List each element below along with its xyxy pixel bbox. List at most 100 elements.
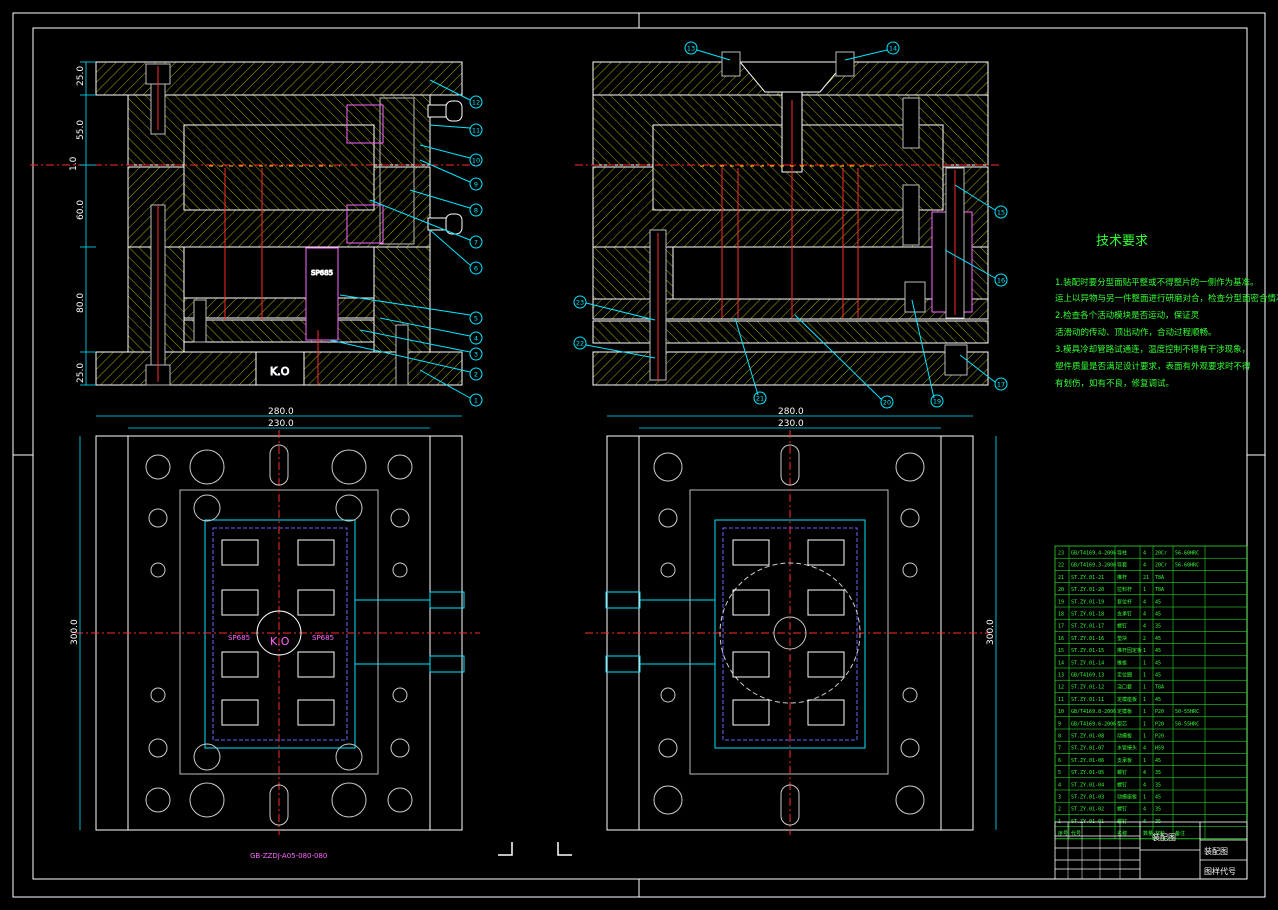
bom-cell: 56-60HRC bbox=[1175, 551, 1199, 557]
bom-cell: 4 bbox=[1143, 746, 1146, 752]
bom-cell: ST.ZY.01-15 bbox=[1071, 648, 1104, 654]
bom-cell: P20 bbox=[1155, 709, 1164, 715]
bom-header-cell: 序号 bbox=[1058, 830, 1068, 837]
bom-cell: 螺钉 bbox=[1117, 806, 1127, 813]
bom-cell: ST.ZY.01-11 bbox=[1071, 697, 1104, 703]
bom-cell: ST.ZY.01-04 bbox=[1071, 782, 1104, 788]
bom-cell: 1 bbox=[1143, 673, 1146, 679]
title-drawing-name: 装配图 bbox=[1152, 832, 1176, 842]
bom-cell: ST.ZY.01-18 bbox=[1071, 612, 1104, 618]
bom-cell: 20Cr bbox=[1155, 551, 1167, 557]
bom-cell: P20 bbox=[1155, 721, 1164, 727]
balloons-left bbox=[329, 79, 483, 407]
bom-cell: 复位杆 bbox=[1117, 598, 1132, 605]
bom-cell: T8A bbox=[1155, 587, 1164, 593]
bom-cell: 4 bbox=[1143, 770, 1146, 776]
title-sheet-title: 装配图 bbox=[1204, 846, 1228, 856]
bom-cell: 推杆固定板 bbox=[1117, 647, 1142, 654]
bom-cell: 1 bbox=[1143, 721, 1146, 727]
plan-dims-left: 280.0 230.0 300.0 GB-ZZDJ-A05-080-080 bbox=[70, 407, 462, 860]
bom-cell: 4 bbox=[1143, 624, 1146, 630]
bom-cell: 21 bbox=[1058, 575, 1064, 581]
bom-cell: 3 bbox=[1058, 795, 1061, 801]
bom-cell: 12 bbox=[1058, 685, 1064, 691]
section-view-left: K.O SP685 bbox=[30, 61, 480, 386]
balloon-label: 4 bbox=[474, 335, 478, 343]
tech-line-6: 塑件质量是否满足设计要求，表面有外观要求时不得 bbox=[1055, 361, 1251, 372]
bottom-caption: GB-ZZDJ-A05-080-080 bbox=[250, 852, 327, 860]
bom-cell: 35 bbox=[1155, 770, 1161, 776]
svg-text:SP685: SP685 bbox=[312, 634, 334, 642]
bom-cell: 4 bbox=[1143, 599, 1146, 605]
tech-line-2: 运上以异物与另一件整面进行研磨对合，检查分型面密合情况。 bbox=[1055, 293, 1278, 304]
bom-cell: 16 bbox=[1058, 636, 1064, 642]
bom-cell: 45 bbox=[1155, 660, 1161, 666]
bom-cell: 1 bbox=[1143, 587, 1146, 593]
bom-cell: 6 bbox=[1058, 758, 1061, 764]
bom-cell: 4 bbox=[1143, 807, 1146, 813]
balloon-label: 8 bbox=[474, 207, 478, 215]
bom-cell: 4 bbox=[1143, 782, 1146, 788]
bom-cell: ST.ZY.01-08 bbox=[1071, 734, 1104, 740]
bom-cell: 型芯 bbox=[1117, 720, 1127, 727]
bom-cell: 11 bbox=[1058, 697, 1064, 703]
tech-line-7: 有划伤，如有不良，修复调试。 bbox=[1055, 378, 1174, 389]
title-drawing-code: 图样代号 bbox=[1204, 866, 1236, 876]
balloon-label: 3 bbox=[474, 351, 478, 359]
bom-header-cell: 代号 bbox=[1071, 830, 1081, 837]
dim-width-280-left: 280.0 bbox=[268, 407, 294, 417]
bom-cell: ST.ZY.01-17 bbox=[1071, 624, 1104, 630]
bom-cell: 1 bbox=[1143, 697, 1146, 703]
bom-cell: 2 bbox=[1058, 807, 1061, 813]
bom-cell: 1 bbox=[1143, 648, 1146, 654]
bom-cell: 45 bbox=[1155, 795, 1161, 801]
svg-text:K.O: K.O bbox=[270, 635, 290, 648]
bom-cell: 45 bbox=[1155, 697, 1161, 703]
bom-cell: 螺钉 bbox=[1117, 623, 1127, 630]
technical-requirements: 技术要求 1.装配时要分型面贴平整或不得整片的一侧作为基准。 运上以异物与另一件… bbox=[1055, 234, 1278, 389]
bom-cell: GB/T4169.3-2006 bbox=[1071, 563, 1116, 569]
bom-cell: 13 bbox=[1058, 673, 1064, 679]
bom-cell: 35 bbox=[1155, 782, 1161, 788]
bom-header-cell: 名称 bbox=[1117, 830, 1127, 837]
balloon-label: 11 bbox=[472, 127, 480, 135]
balloon-label: 22 bbox=[576, 340, 584, 348]
bom-cell: 1 bbox=[1143, 709, 1146, 715]
vertical-dims-left: 25.0 55.0 1.0 60.0 80.0 25.0 bbox=[69, 61, 96, 386]
balloon-label: 16 bbox=[997, 277, 1005, 285]
bom-cell: 2 bbox=[1143, 636, 1146, 642]
bom-cell: 15 bbox=[1058, 648, 1064, 654]
balloon-label: 17 bbox=[997, 381, 1005, 389]
tech-line-4: 活滑动的传动、顶出动作，合动过程顺畅。 bbox=[1055, 327, 1217, 338]
balloon-label: 5 bbox=[474, 315, 478, 323]
balloon-label: 1 bbox=[474, 397, 478, 405]
bom-cell: 45 bbox=[1155, 599, 1161, 605]
bom-cell: T8A bbox=[1155, 575, 1164, 581]
bom-cell: 8 bbox=[1058, 734, 1061, 740]
bom-cell: ST.ZY.01-21 bbox=[1071, 575, 1104, 581]
balloon-label: 20 bbox=[883, 399, 891, 407]
svg-text:K.O: K.O bbox=[270, 365, 290, 378]
balloon-label: 12 bbox=[472, 99, 480, 107]
dim-25-bottom: 25.0 bbox=[76, 363, 86, 383]
plan-view-right bbox=[585, 430, 990, 835]
plan-view-left: SP685 SP685 K.O bbox=[75, 430, 480, 835]
bom-cell: GB/T4169.4-2006 bbox=[1071, 551, 1116, 557]
dim-55: 55.0 bbox=[76, 120, 86, 140]
bom-cell: 9 bbox=[1058, 721, 1061, 727]
bom-cell: ST.ZY.01-20 bbox=[1071, 587, 1104, 593]
tech-line-3: 2.检查各个活动模块是否运动，保证灵 bbox=[1055, 310, 1200, 321]
bom-cell: 21 bbox=[1143, 575, 1149, 581]
dim-height-300-left: 300.0 bbox=[70, 619, 80, 645]
title-block bbox=[1054, 821, 1248, 880]
dim-60: 60.0 bbox=[76, 200, 86, 220]
bom-cell: 50-55HRC bbox=[1175, 709, 1199, 715]
bom-cell: 45 bbox=[1155, 758, 1161, 764]
bom-cell: 水管接头 bbox=[1117, 745, 1137, 752]
balloon-label: 13 bbox=[687, 45, 695, 53]
balloon-label: 15 bbox=[997, 209, 1005, 217]
bom-cell: 19 bbox=[1058, 599, 1064, 605]
bom-cell: ST.ZY.01-16 bbox=[1071, 636, 1104, 642]
bom-cell: ST.ZY.01-05 bbox=[1071, 770, 1104, 776]
